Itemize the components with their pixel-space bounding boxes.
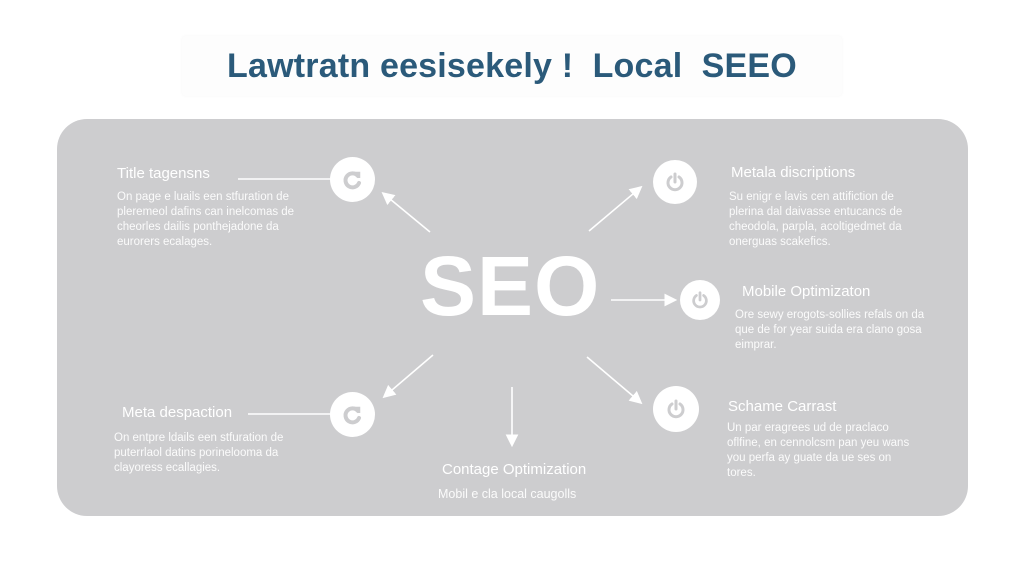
node-content-optimization-title: Contage Optimization	[442, 461, 587, 478]
node-schema-contrast-title: Schame Carrast	[728, 398, 837, 415]
node-mobile-optimization-title: Mobile Optimizaton	[742, 283, 871, 300]
node-meta-descriptions-title: Metala discriptions	[731, 164, 856, 181]
node-meta-descriptions-description: Su enigr e lavis cen attifiction de pler…	[729, 191, 903, 248]
power-icon	[692, 291, 708, 309]
node-title-tags-description: On page e luails een stfuration de plere…	[117, 191, 295, 248]
node-mobile-optimization-description: Ore sewy erogots-sollies refals on da qu…	[735, 309, 925, 351]
node-meta-despaction-circle	[330, 392, 375, 437]
node-schema-contrast-circle	[653, 386, 699, 432]
node-meta-despaction-title: Meta despaction	[122, 404, 233, 421]
power-icon	[666, 172, 684, 192]
node-mobile-optimization-circle	[680, 280, 720, 320]
page-title: Lawtratn eesisekely ! Local SEEO	[227, 46, 797, 85]
node-content-optimization-description: Mobil e cla local caugolls	[438, 487, 577, 501]
node-schema-contrast-description: Un par eragrees ud de praclaco oflfine, …	[727, 422, 910, 479]
seo-diagram-card	[57, 119, 968, 516]
node-meta-descriptions-circle	[653, 160, 697, 204]
title-banner: Lawtratn eesisekely ! Local SEEO	[182, 36, 842, 96]
power-icon	[667, 399, 685, 419]
node-meta-despaction-description: On entpre ldails een stfuration de puter…	[114, 432, 284, 474]
refresh-icon	[343, 170, 361, 189]
seo-center-label: SEO	[420, 239, 601, 333]
refresh-icon	[343, 405, 361, 424]
node-title-tags-circle	[330, 157, 375, 202]
node-title-tags-title: Title tagensns	[117, 165, 210, 182]
